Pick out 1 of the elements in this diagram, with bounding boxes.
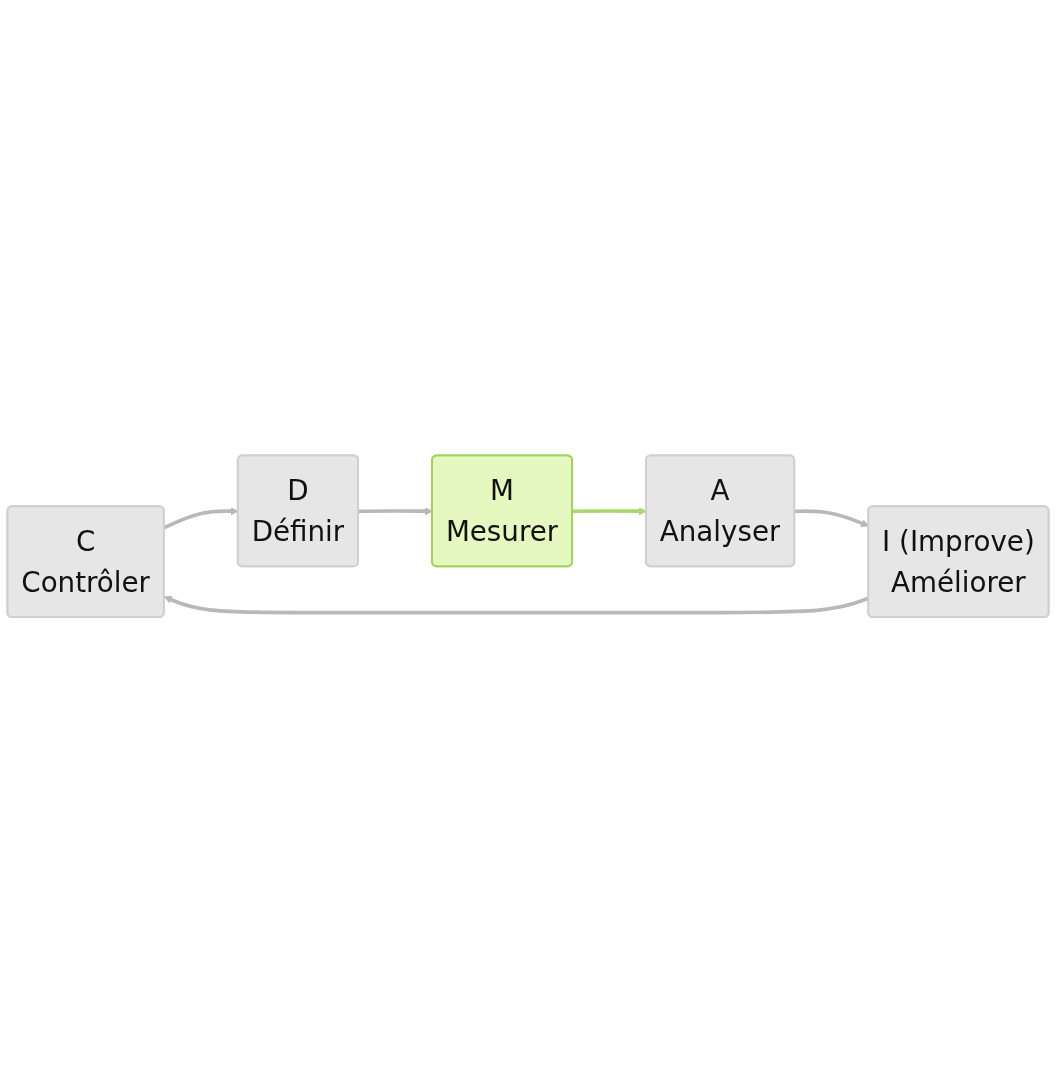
arrow — [358, 507, 433, 516]
